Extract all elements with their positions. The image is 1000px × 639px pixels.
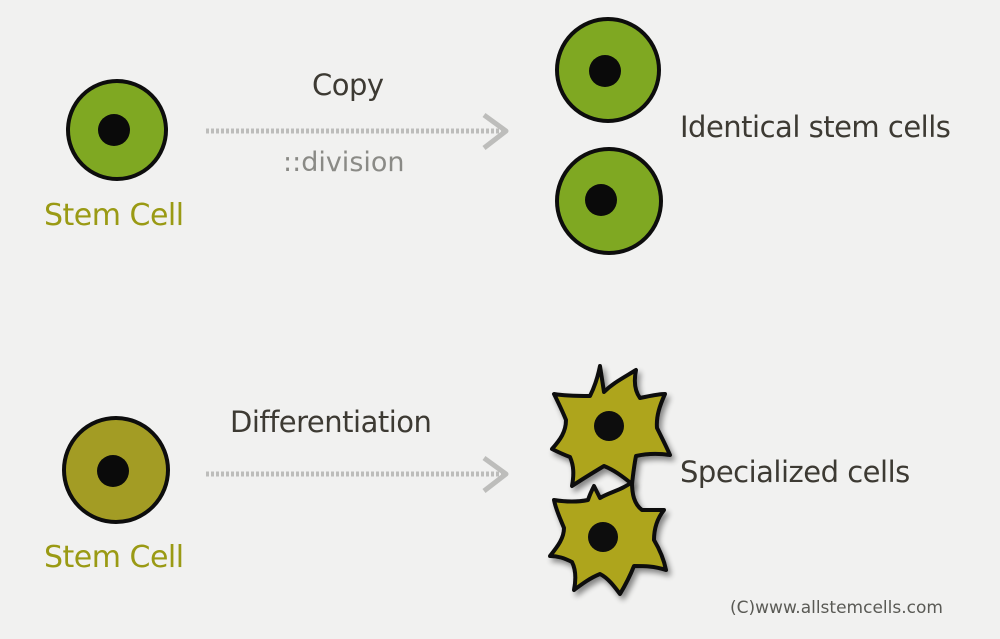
bottom-source-label: Stem Cell bbox=[44, 540, 184, 575]
top-source-label: Stem Cell bbox=[44, 198, 184, 233]
green-stem-cell-icon bbox=[555, 147, 663, 255]
top-process-label: Copy bbox=[312, 68, 384, 102]
specialized-cell-icon bbox=[548, 480, 668, 596]
green-stem-cell-icon bbox=[66, 79, 168, 181]
credit-text: (C)www.allstemcells.com bbox=[730, 598, 943, 618]
top-result-label: Identical stem cells bbox=[680, 110, 951, 144]
green-stem-cell-icon bbox=[555, 17, 661, 123]
olive-stem-cell-icon bbox=[62, 416, 170, 524]
bottom-result-label: Specialized cells bbox=[680, 455, 910, 489]
top-process-sublabel: ::division bbox=[283, 147, 405, 178]
arrow-right-icon bbox=[206, 455, 509, 493]
bottom-process-label: Differentiation bbox=[230, 405, 432, 439]
arrow-right-icon bbox=[206, 112, 509, 150]
specialized-cell-icon bbox=[550, 364, 672, 488]
